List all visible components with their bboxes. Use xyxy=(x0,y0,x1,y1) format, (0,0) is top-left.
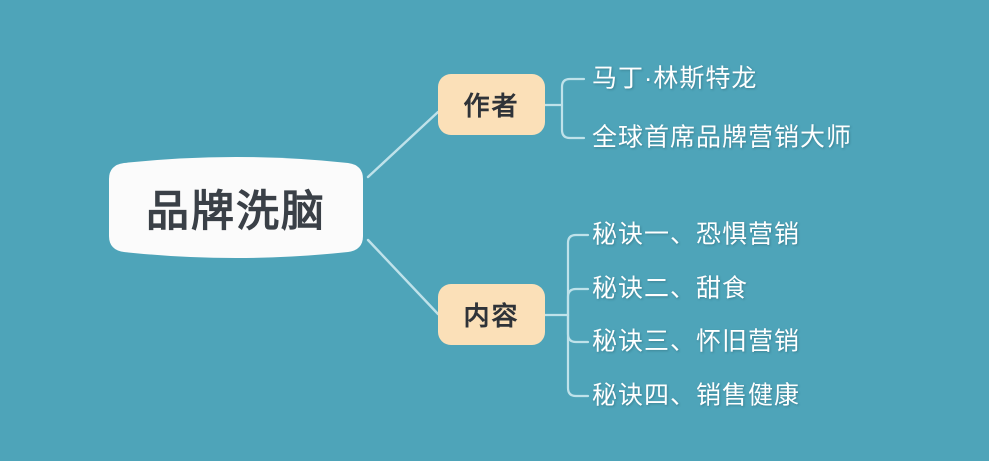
root-node-shape xyxy=(109,157,363,258)
branch-node-author-label: 作者 xyxy=(463,91,520,121)
leaf-author-1[interactable]: 马丁·林斯特龙 xyxy=(592,64,758,93)
branch-node-content[interactable]: 内容 xyxy=(438,284,545,345)
branch-node-author[interactable]: 作者 xyxy=(438,74,545,135)
connector-root-to-content xyxy=(366,238,440,316)
connector-author-leaf-2 xyxy=(560,103,586,140)
branch-node-content-label: 内容 xyxy=(463,301,520,331)
connector-content-leaf-4 xyxy=(566,313,590,398)
leaf-content-3[interactable]: 秘诀三、怀旧营销 xyxy=(592,327,801,356)
leaf-content-4[interactable]: 秘诀四、销售健康 xyxy=(592,381,801,410)
root-node[interactable]: 品牌洗脑 xyxy=(100,157,372,258)
connector-content-leaf-2 xyxy=(566,287,590,317)
connector-content-leaf-1 xyxy=(566,233,590,317)
leaf-author-2[interactable]: 全球首席品牌营销大师 xyxy=(592,123,853,152)
leaf-content-1[interactable]: 秘诀一、恐惧营销 xyxy=(592,220,801,249)
root-node-label: 品牌洗脑 xyxy=(146,187,326,236)
connector-author-leaf-1 xyxy=(560,77,586,107)
connector-root-to-author xyxy=(366,110,440,179)
connector-content-leaf-3 xyxy=(566,313,590,344)
leaf-content-2[interactable]: 秘诀二、甜食 xyxy=(592,274,749,303)
